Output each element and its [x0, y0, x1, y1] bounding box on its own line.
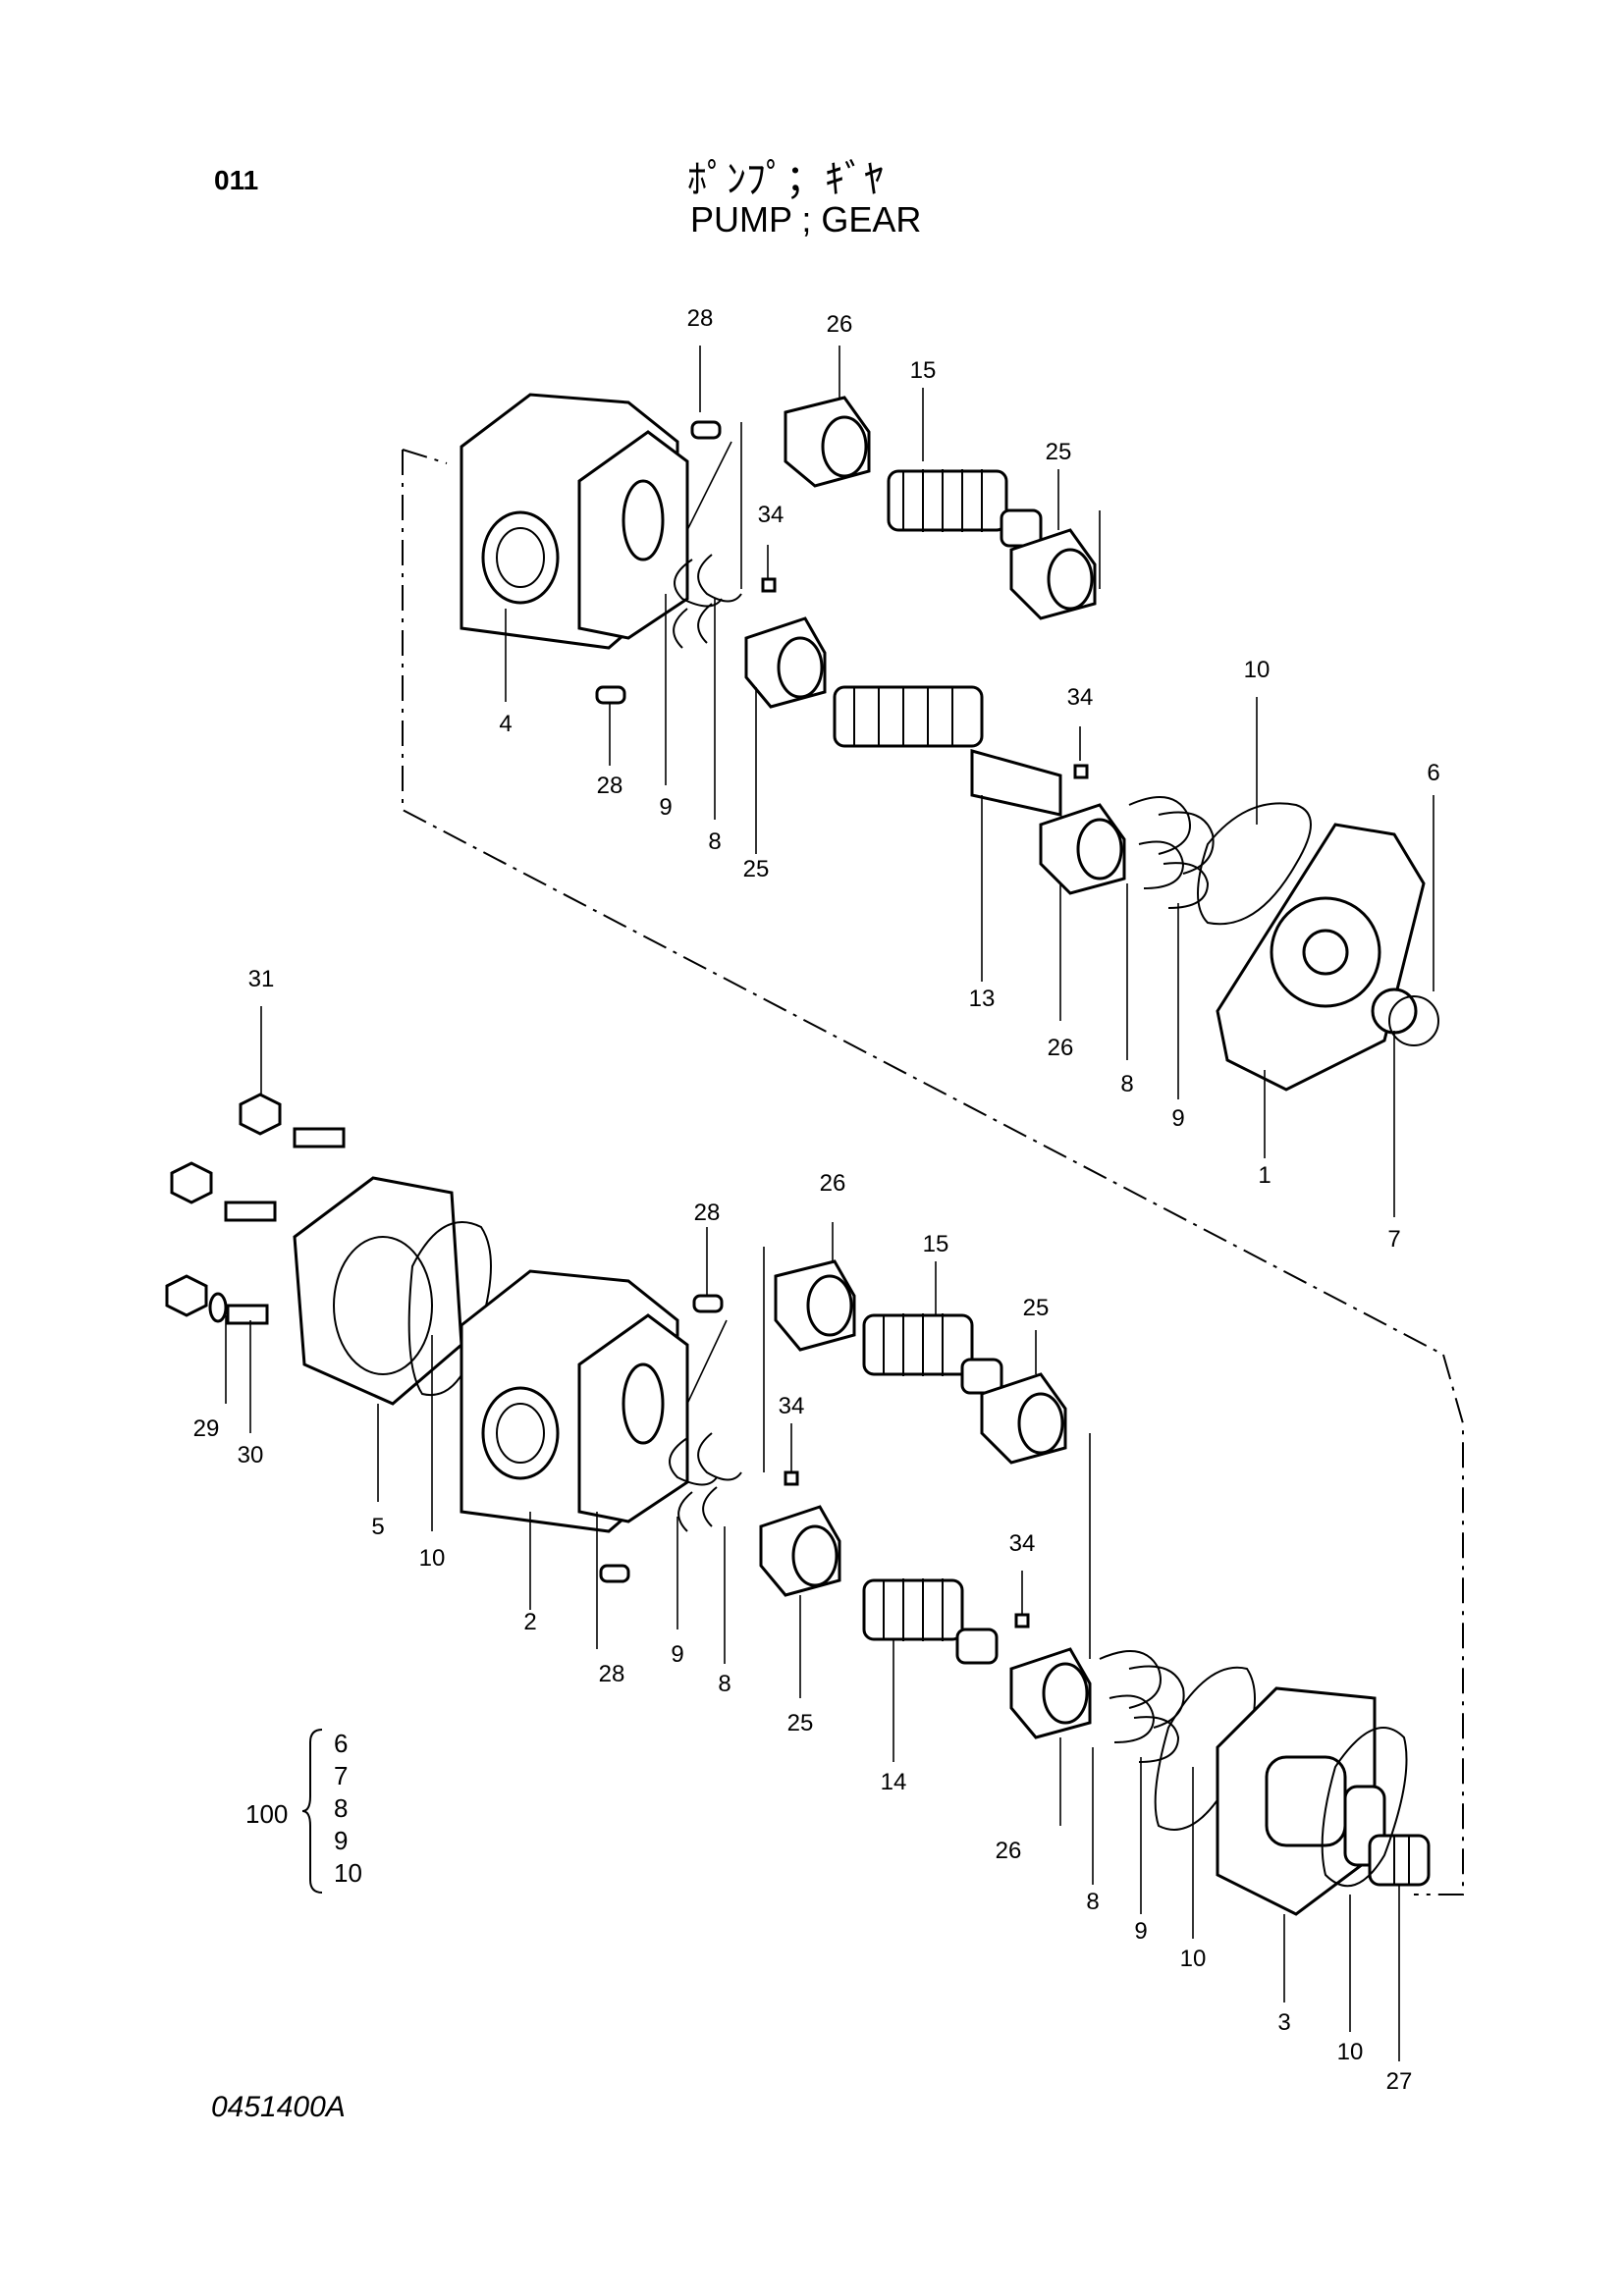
callout: 28 — [599, 1661, 625, 1687]
bushing-26 — [1009, 1647, 1092, 1739]
front-cover-1 — [1216, 823, 1426, 1092]
key-34 — [1073, 764, 1089, 779]
page-code: 011 — [214, 165, 259, 195]
dowel-pin — [595, 685, 626, 705]
callout: 25 — [743, 856, 770, 882]
callout: 10 — [1244, 657, 1271, 683]
callout: 8 — [708, 828, 721, 855]
snap-ring-6 — [1388, 995, 1439, 1046]
bushing-25 — [759, 1505, 841, 1597]
callout: 13 — [969, 986, 996, 1012]
callout: 9 — [1171, 1105, 1184, 1132]
callout: 10 — [419, 1545, 446, 1572]
bushing-26 — [1039, 803, 1126, 895]
callout: 8 — [1086, 1889, 1099, 1915]
callout: 29 — [193, 1415, 220, 1442]
callout: 34 — [1009, 1530, 1036, 1557]
bolt — [170, 1161, 277, 1222]
kit-item-list: 6 7 8 9 10 — [334, 1728, 362, 1890]
callout: 14 — [881, 1769, 907, 1795]
callout: 25 — [1046, 439, 1072, 465]
callout: 8 — [718, 1671, 730, 1697]
part-2-body — [460, 1269, 689, 1533]
bushing-25 — [744, 616, 827, 709]
callout: 34 — [779, 1393, 805, 1419]
gear-shaft-13 — [833, 685, 1062, 817]
callout: 34 — [758, 502, 784, 528]
callout: 10 — [1337, 2039, 1364, 2065]
key-34 — [761, 577, 777, 593]
title-english: PUMP ; GEAR — [690, 199, 922, 240]
callout: 3 — [1277, 2009, 1290, 2036]
callout: 25 — [1023, 1295, 1050, 1321]
kit-item: 6 — [334, 1729, 349, 1758]
callout: 9 — [659, 794, 672, 821]
leader-lines — [225, 346, 1434, 2061]
callout: 30 — [238, 1442, 264, 1468]
callout: 26 — [827, 311, 853, 338]
kit-brace — [301, 1729, 323, 1894]
callout: 10 — [1180, 1946, 1207, 1972]
bushing-25 — [1009, 528, 1097, 620]
callout: 4 — [499, 711, 512, 737]
callout: 34 — [1067, 684, 1094, 711]
kit-item: 10 — [334, 1858, 362, 1888]
callout: 15 — [923, 1231, 949, 1257]
kit-number: 100 — [245, 1799, 289, 1829]
title-japanese: ﾎﾟﾝﾌﾟ；ｷﾞﾔ — [687, 157, 884, 202]
callout: 9 — [1134, 1918, 1147, 1945]
gear-14 — [862, 1578, 999, 1665]
callout: 28 — [597, 773, 623, 799]
dowel-pin — [599, 1564, 630, 1583]
callout: 31 — [248, 966, 275, 992]
key-34 — [784, 1470, 799, 1486]
part-4-body — [460, 393, 689, 650]
callout: 7 — [1387, 1226, 1400, 1253]
rear-cover-5 — [293, 1176, 463, 1406]
shaft-27 — [1368, 1834, 1431, 1887]
dowel-pin — [690, 420, 722, 440]
callout: 25 — [787, 1710, 814, 1736]
lower-assembly — [165, 1093, 1464, 1916]
gear-15 — [862, 1313, 1003, 1395]
callout: 9 — [671, 1641, 683, 1668]
callout: 27 — [1386, 2068, 1413, 2095]
kit-item: 7 — [334, 1761, 349, 1790]
callout: 28 — [687, 305, 714, 332]
callout: 15 — [910, 357, 937, 384]
callout: 8 — [1120, 1071, 1133, 1097]
drawing-code: 0451400A — [211, 2091, 346, 2123]
callout: 5 — [371, 1514, 384, 1540]
callout: 26 — [820, 1170, 846, 1197]
callout: 28 — [694, 1200, 721, 1226]
bolt-29-30 — [165, 1274, 269, 1325]
dowel-pin — [692, 1294, 724, 1313]
kit-item: 9 — [334, 1826, 349, 1855]
bushing-26 — [784, 396, 871, 488]
cover-3 — [1216, 1686, 1386, 1916]
key-34 — [1014, 1613, 1030, 1629]
bushing-25 — [980, 1372, 1067, 1465]
callout: 2 — [523, 1609, 536, 1635]
gear-15 — [887, 469, 1043, 548]
callouts-lower: 31 29 30 5 10 2 28 28 9 8 26 15 25 34 25… — [193, 966, 1413, 2095]
kit-item: 8 — [334, 1793, 349, 1823]
callouts-upper: 28 26 15 25 34 4 28 9 8 25 13 34 10 6 26… — [499, 305, 1439, 1253]
callout: 1 — [1258, 1162, 1271, 1189]
callout: 26 — [996, 1838, 1022, 1864]
bushing-26 — [774, 1259, 856, 1352]
callout: 26 — [1048, 1035, 1074, 1061]
callout: 6 — [1427, 760, 1439, 786]
upper-assembly — [402, 393, 1444, 1356]
bolt-31 — [239, 1093, 346, 1148]
